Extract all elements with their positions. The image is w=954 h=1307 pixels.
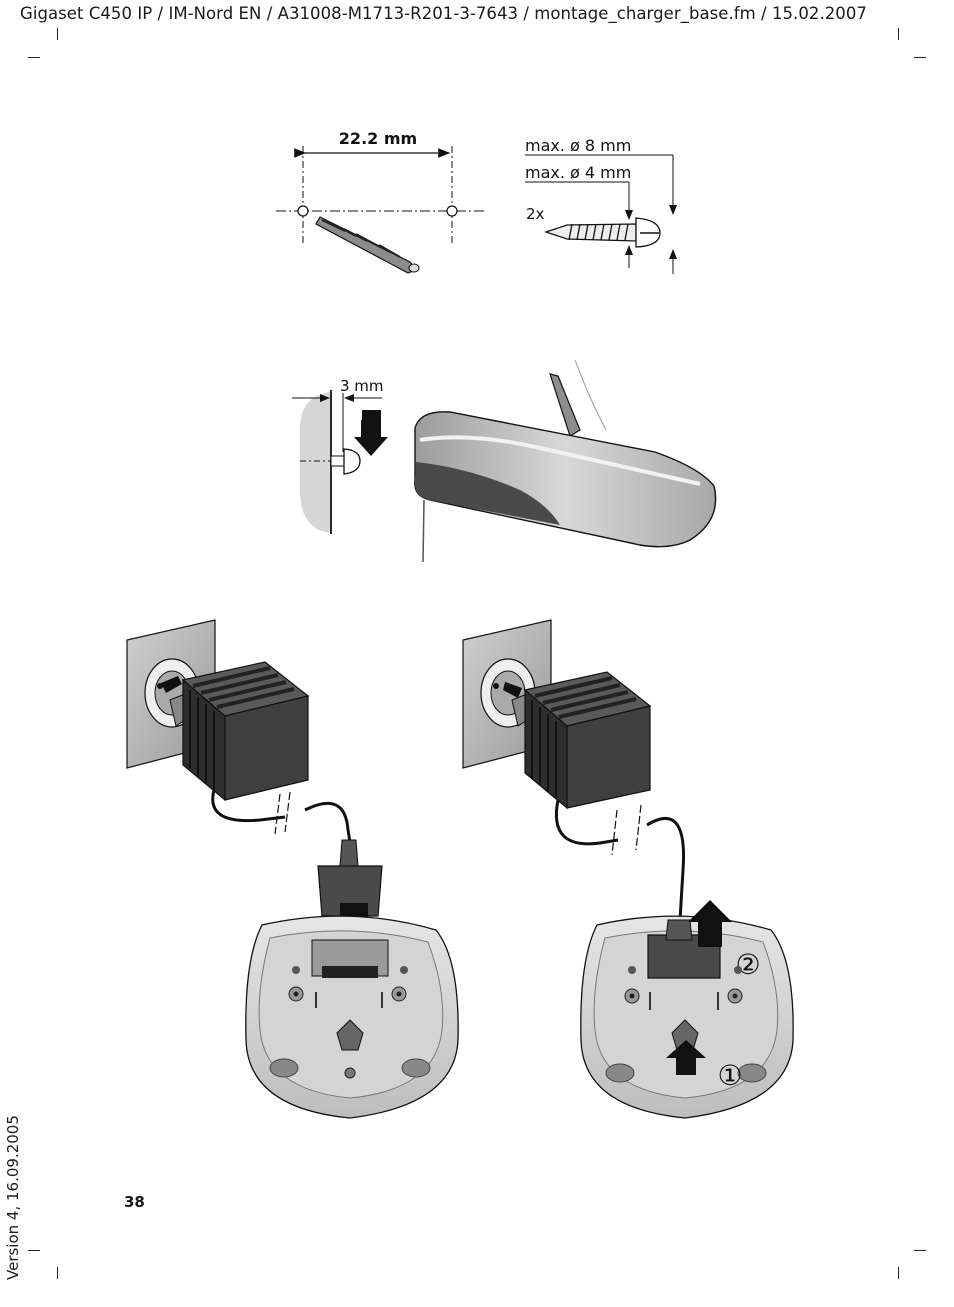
screw <box>544 217 661 248</box>
drill-bit <box>315 216 420 274</box>
push-up-arrow-icon <box>666 1040 706 1075</box>
insert-arrow-icon <box>161 676 182 693</box>
crop-mark <box>898 1267 899 1279</box>
drilling-diagram: 22.2 mm max. ø 8 mm max. ø 4 mm 2x <box>276 129 677 274</box>
crop-mark <box>914 1250 926 1251</box>
adapter-disconnect-right: ② ① <box>462 619 794 1119</box>
adapter-connect-left <box>126 619 459 1119</box>
screw-head <box>343 448 361 475</box>
gap-label: 3 mm <box>340 377 384 395</box>
wall-mount-diagram: 3 mm <box>292 359 717 563</box>
crop-mark <box>898 28 899 40</box>
running-header: Gigaset C450 IP / IM-Nord EN / A31008-M1… <box>20 4 867 23</box>
hole-spacing-label: 22.2 mm <box>339 129 417 148</box>
pull-up-arrow-icon <box>688 900 732 947</box>
remove-arrow-icon <box>503 682 522 698</box>
head-diameter-label: max. ø 8 mm <box>525 136 631 155</box>
crop-mark <box>914 57 926 58</box>
drill-hole-left <box>297 205 309 217</box>
crop-mark <box>28 1250 40 1251</box>
step-two-marker: ② <box>735 948 760 981</box>
crop-mark <box>57 1267 58 1279</box>
down-arrow-icon <box>354 410 388 456</box>
quantity-label: 2x <box>526 205 545 223</box>
shank-diameter-label: max. ø 4 mm <box>525 163 631 182</box>
page-number: 38 <box>124 1193 145 1211</box>
crop-mark <box>57 28 58 40</box>
drill-hole-right <box>446 205 458 217</box>
step-one-marker: ① <box>717 1059 742 1092</box>
charger-cradle <box>414 359 717 563</box>
crop-mark <box>28 57 40 58</box>
